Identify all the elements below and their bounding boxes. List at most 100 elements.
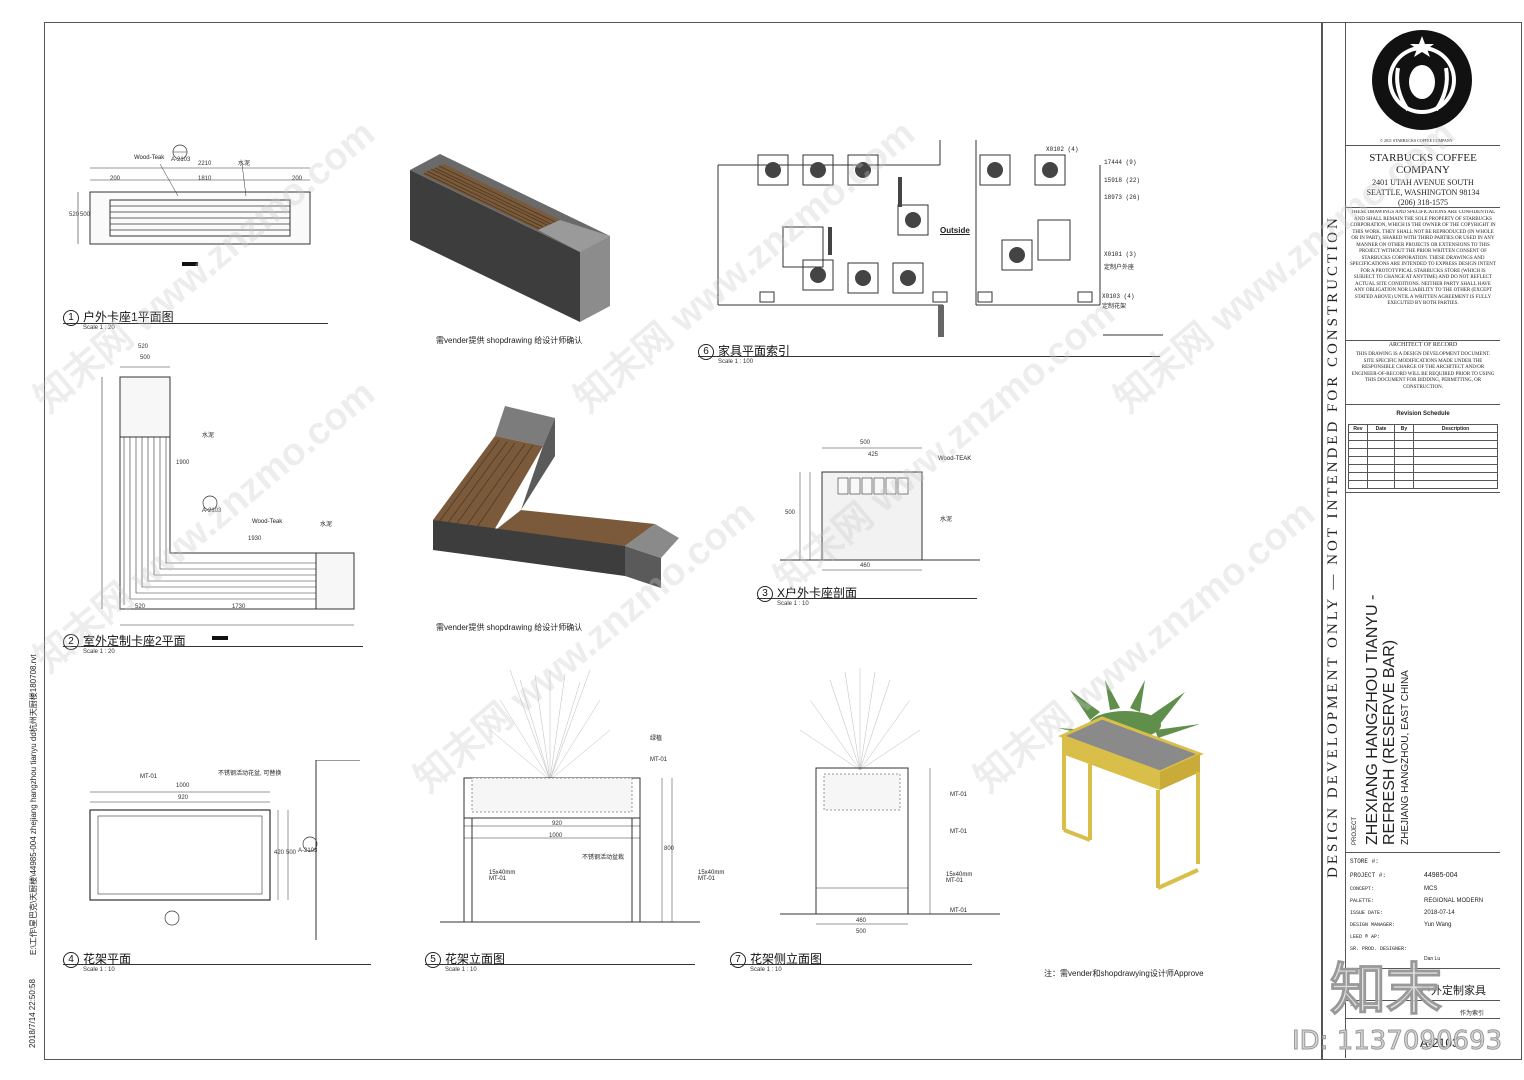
caption-4-scale: Scale 1 : 10 [83, 967, 115, 973]
plan1-cement-label: 水泥 [238, 161, 251, 167]
caption-3-scale: Scale 1 : 10 [777, 601, 809, 607]
tb-line [1346, 492, 1500, 493]
approve-note: 注：需vender和shopdrawying设计师Approve [1044, 969, 1204, 978]
tb-line [1346, 1000, 1500, 1001]
planter-plan-drawing [89, 760, 360, 940]
planter-render [1058, 680, 1204, 890]
field-row: STORE #: [1350, 858, 1379, 865]
caption-6-scale: Scale 1 : 100 [718, 359, 754, 365]
field-label: SR. PROD. DESIGNER: [1350, 946, 1408, 952]
field-label: LEED ® AP: [1350, 934, 1381, 940]
revision-title: Revision Schedule [1396, 411, 1450, 417]
ref-18973: 18973 (26) [1104, 194, 1141, 201]
ref-x0103-note: 定制花架 [1102, 304, 1127, 310]
plan-1-drawing [77, 144, 311, 266]
project-label: PROJECT [1352, 816, 1358, 845]
bottom-logo: 知末 [1330, 958, 1443, 1024]
sheet-title: 户外定制家具 [1420, 985, 1486, 997]
plan2-dim: 1930 [248, 536, 262, 542]
ref-17444: 17444 (9) [1104, 159, 1137, 166]
rev-col: By [1394, 424, 1414, 433]
design-development-banner: DESIGN DEVELOPMENT ONLY — NOT INTENDED F… [1325, 215, 1341, 878]
section-dim: 500 [860, 440, 871, 446]
bench-1-render [410, 154, 610, 322]
planter-side-mt01-a: MT-01 [950, 792, 968, 798]
field-value: MCS [1424, 886, 1438, 892]
field-row: LEED ® AP: [1350, 934, 1380, 940]
title-block-divider [1345, 22, 1346, 1058]
field-label: CONCEPT: [1350, 886, 1375, 892]
section-wood-label: Wood-TEAK [938, 456, 972, 462]
project-name: ZHEXIANG HANGZHOU TIANYU - REFRESH (RESE… [1364, 594, 1398, 845]
plan1-dim: 200 [110, 176, 121, 182]
company-address1: 2401 UTAH AVENUE SOUTH [1372, 178, 1474, 187]
architect-text: THIS DRAWING IS A DESIGN DEVELOPMENT DOC… [1351, 352, 1495, 390]
planter-plan-ref: A-2103 [298, 848, 318, 854]
section-dim: 425 [868, 452, 879, 458]
plan2-dim: 1730 [232, 604, 246, 610]
field-label: PROJECT #: [1350, 872, 1387, 879]
plan2-dim: 1900 [176, 460, 190, 466]
caption-1-scale: Scale 1 : 20 [83, 325, 115, 331]
title-block-frame [1322, 22, 1522, 1060]
plan2-dim: 520 [138, 344, 149, 350]
tb-line [1346, 145, 1500, 146]
tb-line [1346, 852, 1500, 853]
field-label: STORE #: [1350, 858, 1379, 865]
print-date-text: 2018/7/14 22:50:58 [28, 979, 37, 1048]
rev-col: Rev [1348, 424, 1368, 433]
ref-x0101-note: 定制户外座 [1104, 265, 1135, 271]
caption-2-scale: Scale 1 : 20 [83, 649, 115, 655]
field-row: DESIGN MANAGER: [1350, 922, 1395, 928]
section-dim: 500 [785, 510, 796, 516]
company-phone: (206) 318-1575 [1398, 198, 1448, 207]
planter-side-dim: 500 [856, 929, 867, 935]
plan1-dim: 200 [292, 176, 303, 182]
ref-x0101: X0101 (3) [1104, 251, 1137, 258]
company-address2: SEATTLE, WASHINGTON 98134 [1366, 188, 1480, 197]
plan2-ref-tag: A-2103 [202, 508, 222, 514]
plan2-cement-label: 水泥 [320, 522, 333, 528]
planter-elev-green: 绿植 [650, 736, 663, 742]
plan2-cement-label-top: 水泥 [202, 433, 215, 439]
field-value: 44985-004 [1424, 872, 1458, 879]
caption-5-scale: Scale 1 : 10 [445, 967, 477, 973]
planter-plan-dim: 420 [274, 850, 285, 856]
tb-line [1346, 1018, 1500, 1019]
field-value: Yun Wang [1424, 922, 1452, 928]
field-label: ISSUE DATE: [1350, 910, 1384, 916]
field-value: Dan Lu [1424, 956, 1441, 962]
caption-1-underline [63, 323, 328, 324]
plan1-ref-tag: A-2103 [171, 157, 191, 163]
vendor-note-1: 需vender提供 shopdrawing 给设计师确认 [436, 336, 583, 345]
bench-2-render [433, 406, 679, 588]
field-row: CONCEPT: [1350, 886, 1374, 892]
revision-table: Rev Date By Description [1348, 424, 1498, 489]
planter-elev-mt01: MT-01 [650, 757, 668, 763]
plan2-dim: 520 [135, 604, 146, 610]
confidential-text: THESE DRAWINGS AND SPECIFICATIONS ARE CO… [1350, 210, 1496, 306]
field-label: DESIGN MANAGER: [1350, 922, 1396, 928]
field-value: REGIONAL MODERN [1424, 898, 1484, 904]
planter-elev-dim: 920 [552, 821, 563, 827]
rev-col: Date [1367, 424, 1395, 433]
plan1-dim: 520 [69, 212, 80, 218]
tb-line [1346, 404, 1500, 405]
tb-line [1346, 968, 1500, 969]
planter-side-mt01-c: MT-01 [950, 908, 968, 914]
caption-7-underline [730, 964, 972, 965]
field-row: ISSUE DATE: [1350, 910, 1383, 916]
planter-plan-dim: 1000 [176, 783, 190, 789]
field-row: PROJECT #: [1350, 872, 1386, 879]
project-location: ZHEJIANG HANGZHOU, EAST CHINA [1400, 670, 1411, 845]
file-path-text: E:\工作\星巴克\天厨楼\44985-004 zhejiang hangzho… [29, 654, 38, 955]
planter-side-dim: 460 [856, 918, 867, 924]
bottom-id: ID: 1137090693 [1291, 1026, 1503, 1057]
